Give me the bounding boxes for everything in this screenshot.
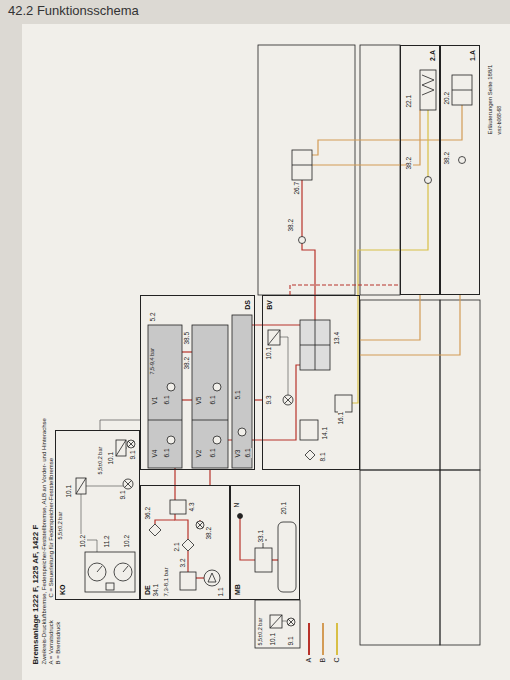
- legend-note: B = Bremsdruck: [55, 621, 61, 665]
- unit-label: 2.A: [429, 49, 436, 62]
- unit-label: DE: [144, 584, 151, 596]
- pipe-connector: [100, 420, 140, 430]
- electric-wire: [81, 337, 288, 621]
- pressure-setting: 7,3-8,1 bar: [163, 567, 169, 597]
- legend-note: A = Vorratsdruck: [48, 620, 54, 665]
- paper: [22, 24, 510, 680]
- caption-line: Zweikreis-Druckluftbremse, Federspeicher…: [41, 418, 47, 665]
- callout-number: 9.3: [266, 395, 273, 405]
- callout-number: 5.1: [235, 390, 242, 400]
- unit-label: KO: [59, 584, 66, 597]
- legend-swatch: [322, 623, 324, 655]
- callout-number: 38.2: [444, 151, 451, 165]
- frame: [255, 45, 480, 648]
- pressure-setting: 7,5-9,4 bar: [150, 347, 156, 375]
- callout-number: 4.3: [189, 502, 196, 512]
- callout-number: 14.1: [322, 426, 329, 440]
- callout-number: V1: [152, 396, 159, 405]
- callout-number: 6.1: [164, 395, 171, 405]
- legend-swatch: [336, 623, 338, 655]
- callout-number: 20.2: [444, 91, 451, 105]
- pipe-connector: [290, 285, 400, 295]
- callout-number: 6.1: [210, 448, 217, 458]
- callout-number: 20.1: [281, 501, 288, 515]
- control-line: [352, 110, 428, 403]
- pressure-setting: 5,5±0,2 bar: [98, 446, 104, 475]
- callout-number: 36.2: [145, 506, 152, 520]
- callout-number: 10.1: [108, 451, 115, 465]
- callout-number: 34.1: [153, 583, 160, 597]
- port-name: N: [234, 502, 241, 508]
- callout-number: V2: [196, 449, 203, 458]
- symbols: [76, 70, 472, 628]
- pressure-setting: 5,5±0,2 bar: [258, 617, 264, 646]
- page-title: 42.2 Funktionsschema: [8, 3, 139, 18]
- callout-number: 33.1: [258, 529, 265, 543]
- callout-number: 6.1: [164, 448, 171, 458]
- callout-number: 9.1: [130, 450, 137, 460]
- callout-number: V3: [235, 449, 242, 458]
- legend-note: C = Steuerleitung für Federspeicher-Fest…: [48, 457, 54, 598]
- callout-number: 6.1: [210, 395, 217, 405]
- callout-number: 38.2: [206, 526, 213, 540]
- callout-number: 3.2: [180, 558, 187, 568]
- callout-number: 38.5: [184, 331, 191, 345]
- unit-label: 1.A: [469, 49, 476, 62]
- callout-number: 10.2: [124, 534, 131, 548]
- callout-number: 26.7: [294, 181, 301, 195]
- callout-number: 38.2: [288, 218, 295, 232]
- unit-box: 2.A: [400, 45, 440, 295]
- callout-number: 10.1: [66, 484, 73, 498]
- pipe-connector: [255, 399, 262, 400]
- caption: Bremsanlage 1222 F, 1225 AF, 1422 F: [32, 524, 40, 665]
- unit-label: MB: [234, 583, 241, 596]
- unit-box: BV: [262, 295, 360, 470]
- legend-letter: A: [305, 657, 312, 663]
- callout-number: 8.1: [320, 452, 327, 462]
- figure-code: wsz-b068-68: [497, 105, 502, 135]
- callout-number: 11.2: [104, 535, 111, 548]
- unit-label: BV: [266, 299, 273, 311]
- unit-box: MB: [230, 485, 300, 600]
- callout-number: V5: [196, 396, 203, 405]
- callout-number: 1.1: [218, 587, 225, 597]
- unit-box: DS: [140, 295, 255, 470]
- pipe-connector: [360, 295, 460, 355]
- callout-number: 2.1: [174, 542, 181, 552]
- legend-letter: C: [333, 657, 340, 663]
- legend-swatch: [308, 623, 310, 655]
- callout-number: 10.1: [270, 632, 277, 646]
- callout-number: V4: [152, 449, 159, 458]
- page-note: Erläuterungen Seite 188/1: [487, 64, 493, 135]
- unit-box: 1.A: [440, 45, 480, 295]
- legend-letter: B: [319, 657, 326, 663]
- callout-number: 5.2: [150, 312, 157, 322]
- callout-number: 9.1: [288, 636, 295, 646]
- pressure-setting: 5,5±0,2 bar: [58, 511, 64, 540]
- callout-number: 13.4: [334, 331, 341, 345]
- callout-number: 16.1: [338, 411, 345, 425]
- callout-number: 6.1: [245, 448, 252, 458]
- pipe-connector: [360, 295, 420, 340]
- callout-number: 38.2: [406, 156, 413, 170]
- callout-number: 9.1: [120, 490, 127, 500]
- callout-number: 10.1: [266, 346, 273, 360]
- callout-number: 22.1: [406, 94, 413, 108]
- pipe-connector: [209, 470, 210, 485]
- callout-number: 10.2: [80, 534, 87, 548]
- unit-label: DS: [244, 299, 251, 311]
- callout-number: 38.2: [184, 356, 191, 370]
